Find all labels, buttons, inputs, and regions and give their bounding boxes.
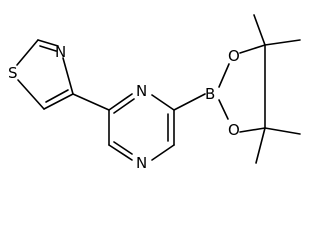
bond-b-o-top — [218, 63, 230, 88]
pyrazine-ring — [108, 93, 175, 161]
atom-labels: S N N N B O O — [8, 43, 240, 172]
atom-o-bottom: O — [228, 121, 240, 139]
atom-n-pyrazine-top: N — [136, 82, 147, 100]
bond-pz-n4-c3 — [108, 144, 133, 161]
atom-o-top: O — [228, 47, 240, 65]
atom-n-pyrazine-bottom: N — [136, 154, 147, 172]
bond-c4-c5 — [43, 93, 74, 110]
methyl-bottom-down — [255, 127, 266, 164]
bond-pz-n4-c3-double — [113, 141, 133, 155]
atom-b: B — [205, 85, 215, 103]
bond-c2-n3-double — [39, 45, 57, 52]
bond-pz-c2-n1 — [108, 93, 133, 111]
bond-c2-n3 — [37, 39, 59, 47]
methyl-groups — [253, 14, 301, 164]
bond-c4-c5-double — [45, 89, 69, 103]
methyl-bottom-right — [264, 127, 301, 135]
bond-o-bottom-c — [239, 127, 266, 133]
bond-c5-s1 — [17, 79, 45, 110]
atom-n-thiazole: N — [55, 43, 66, 61]
methyl-top-right — [264, 39, 301, 46]
bond-pz-c5-n4 — [151, 144, 175, 161]
dioxaborolane-ring — [218, 44, 266, 133]
bond-n3-c4 — [62, 57, 74, 95]
bond-pz-n1-c6 — [151, 94, 175, 111]
bond-s1-c2 — [16, 39, 39, 66]
bond-thiazole-pyrazine — [72, 93, 110, 111]
bond-o-top-c — [239, 44, 266, 54]
molecule-structure: S N N N B O O — [8, 14, 301, 172]
methyl-top-up — [253, 14, 266, 46]
bond-b-o-bottom — [218, 99, 229, 120]
thiazole-ring — [16, 39, 74, 110]
bond-pz-c2-n1-double — [113, 98, 135, 114]
bond-pyrazine-boron — [173, 93, 206, 111]
atom-s1: S — [8, 64, 18, 82]
